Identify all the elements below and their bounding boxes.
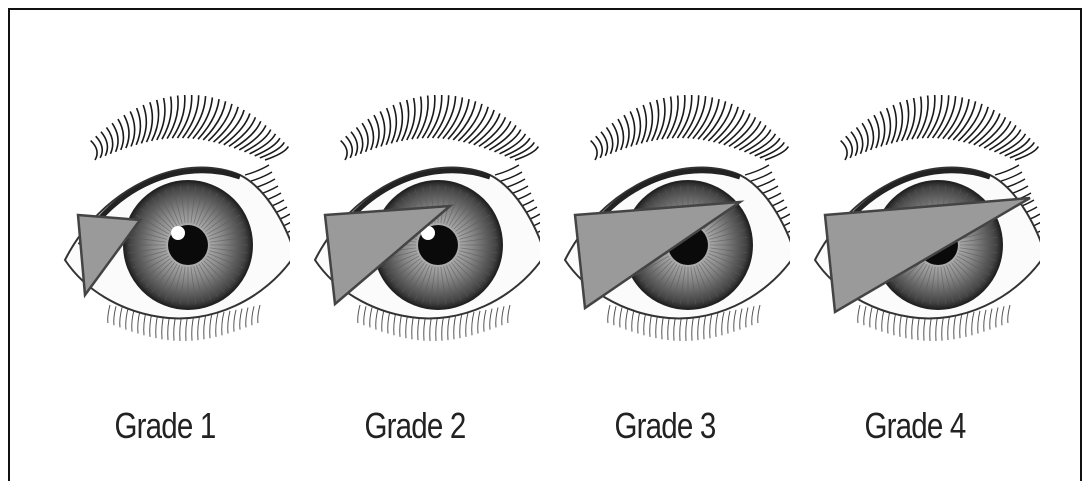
grade-panel-3: Grade 3 [540, 0, 790, 479]
eye-illustration [40, 95, 290, 365]
grade-panel-1: Grade 1 [40, 0, 290, 479]
grade-panel-4: Grade 4 [790, 0, 1040, 479]
grade-label: Grade 3 [563, 405, 768, 447]
eye-illustration [290, 95, 540, 365]
eye-illustration [540, 95, 790, 365]
grade-panel-2: Grade 2 [290, 0, 540, 479]
pupil-highlight [171, 226, 185, 240]
grade-label: Grade 2 [313, 405, 518, 447]
eye-illustration [790, 95, 1040, 365]
grade-label: Grade 4 [813, 405, 1018, 447]
grade-label: Grade 1 [63, 405, 268, 447]
